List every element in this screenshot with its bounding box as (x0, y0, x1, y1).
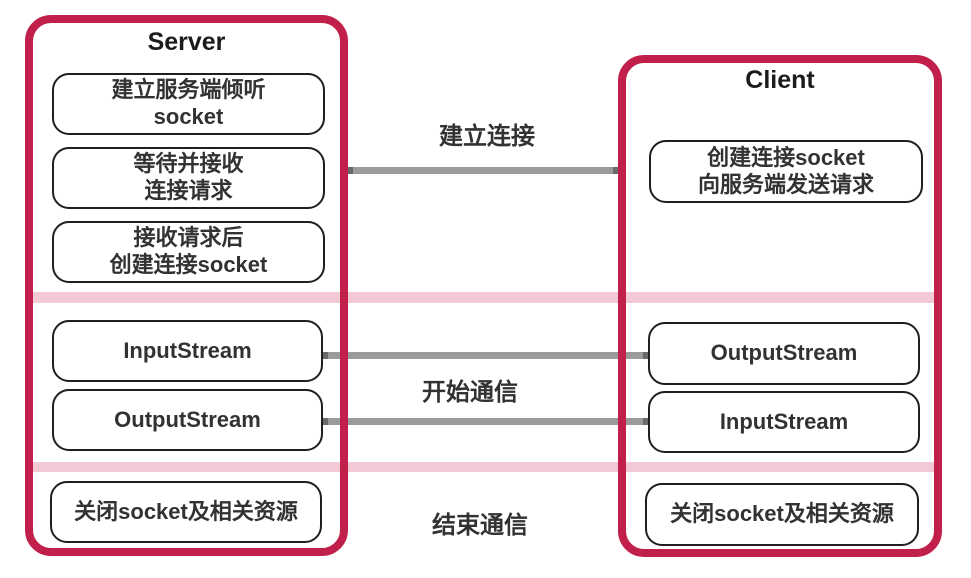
client-inputstream-box: InputStream (648, 391, 920, 453)
step-line: 关闭socket及相关资源 (74, 498, 298, 524)
phase-label-establish-connection: 建立连接 (439, 123, 535, 150)
server-panel (25, 15, 348, 556)
connector-line-output-input (323, 418, 648, 425)
step-line: 等待并接收 (133, 151, 244, 177)
connector-line-input-output (323, 352, 648, 359)
phase-separator-band (28, 292, 940, 303)
server-step-create-listen-socket: 建立服务端倾听 socket (52, 73, 325, 135)
step-line: 连接请求 (144, 178, 233, 203)
client-outputstream-box: OutputStream (648, 322, 920, 385)
server-step-create-connection-socket: 接收请求后 创建连接socket (52, 221, 325, 283)
connector-line-establish (348, 167, 618, 174)
step-line: InputStream (719, 408, 849, 434)
client-panel-title: Client (745, 66, 815, 94)
server-outputstream-box: OutputStream (52, 389, 323, 451)
step-line: 建立服务端倾听 (111, 77, 266, 103)
step-line: InputStream (123, 337, 252, 363)
client-step-create-socket-send-request: 创建连接socket 向服务端发送请求 (649, 140, 923, 203)
server-inputstream-box: InputStream (52, 320, 323, 382)
client-close-socket-box: 关闭socket及相关资源 (645, 483, 919, 546)
step-line: OutputStream (114, 406, 261, 432)
phase-label-end-communication: 结束通信 (432, 512, 528, 539)
server-step-wait-accept-request: 等待并接收 连接请求 (52, 147, 325, 209)
step-line: 创建连接socket (707, 144, 865, 170)
step-line: 关闭socket及相关资源 (670, 501, 894, 527)
phase-label-start-communication: 开始通信 (422, 379, 518, 406)
server-panel-title: Server (147, 28, 226, 56)
phase-separator-band (28, 462, 940, 472)
client-panel (618, 55, 942, 557)
step-line: socket (153, 104, 224, 129)
step-line: OutputStream (710, 340, 858, 366)
step-line: 创建连接socket (109, 252, 268, 277)
step-line: 接收请求后 (133, 225, 244, 251)
server-close-socket-box: 关闭socket及相关资源 (50, 481, 322, 543)
step-line: 向服务端发送请求 (697, 171, 874, 197)
